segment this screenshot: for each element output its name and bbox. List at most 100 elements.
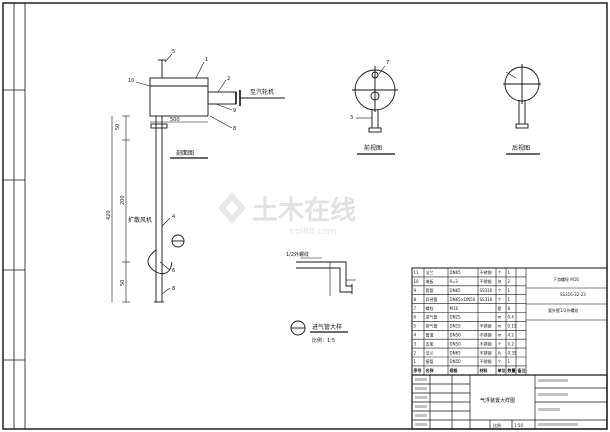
side-view-title: 后视图	[512, 144, 530, 152]
bom-cell: 螺栓	[426, 305, 434, 311]
bom-note-3: 管外壁1/2外螺纹	[548, 307, 578, 313]
bom-cell: 7	[414, 306, 417, 311]
bom-header-cell: 单位	[498, 367, 506, 373]
balloon-6: 6	[172, 268, 175, 274]
bom-cell: 片	[498, 349, 502, 355]
section-view-title: 剖面图	[176, 149, 194, 157]
bom-cell: 1	[414, 359, 417, 364]
bom-cell: 个	[498, 359, 502, 364]
scale-value: 1:50	[514, 423, 523, 428]
bom-cell: 块	[498, 278, 502, 284]
balloon-8: 8	[233, 126, 236, 132]
bom-cell: 1	[508, 270, 511, 275]
drawing-title: 气浮装置大样图	[480, 397, 515, 404]
balloon-4: 4	[172, 214, 175, 220]
bom-cell: 不锈钢	[480, 358, 492, 364]
bom-cell: M16	[450, 306, 459, 311]
bom-cell: 不锈钢	[480, 332, 492, 338]
dim-420: 420	[106, 210, 112, 220]
bom-cell: 法兰	[426, 349, 434, 355]
bom-cell: 管道	[426, 332, 434, 338]
header-box	[149, 77, 209, 117]
bom-header-cell: 序号	[413, 367, 422, 373]
bom-cell: 8	[508, 306, 511, 311]
bom-cell: 3	[414, 341, 417, 346]
bom-cell: DN50	[450, 333, 462, 338]
bom-cell: DN65×DN50	[450, 297, 476, 302]
bom-cell: DN15	[450, 324, 462, 329]
title-block	[411, 374, 608, 430]
bom-cell: SS316	[480, 288, 493, 293]
bom-cell: DN65	[450, 288, 462, 293]
bom-cell: 0.4	[508, 315, 515, 320]
bom-cell: 套管	[426, 287, 434, 293]
bom-cell: 堵板	[426, 278, 434, 284]
bom-header-cell: 备注	[517, 367, 526, 373]
detail-title: 进气管大样	[312, 323, 342, 331]
scale-label: 比例	[493, 422, 501, 428]
outlet-pipe	[207, 91, 237, 105]
bom-cell: DN25	[450, 315, 462, 320]
front-view-title: 前视图	[364, 144, 382, 152]
bom-cell: 异径管	[426, 296, 438, 302]
bom-cell: 9	[414, 288, 417, 293]
dim-50b: 50	[120, 280, 126, 286]
front-view	[352, 65, 398, 155]
balloon-2: 2	[227, 76, 230, 82]
bom-cell: DN50	[450, 341, 462, 346]
bom-cell: 2	[414, 350, 417, 355]
bom-table	[411, 267, 608, 376]
dim-50: 50	[115, 124, 121, 130]
detail-scale: 比例：1:5	[312, 337, 335, 344]
bom-cell: 0.2	[508, 341, 515, 346]
bom-cell: 不锈钢	[480, 323, 492, 329]
bom-cell: 支架	[426, 340, 434, 346]
bom-cell: 不锈钢	[480, 349, 492, 355]
bom-cell: 个	[498, 297, 502, 302]
bom-cell: m	[498, 333, 502, 338]
bom-cell: m	[498, 324, 502, 329]
watermark-url: coi88.com	[290, 227, 337, 237]
balloon-3: 3	[350, 115, 353, 121]
bom-cell: 1	[508, 297, 511, 302]
balloon-1: 1	[205, 57, 208, 63]
bom-cell: 0.15	[508, 324, 517, 329]
bom-cell: m	[498, 315, 502, 320]
bom-cell: 0.35	[508, 350, 517, 355]
bom-cell: 法兰	[426, 269, 434, 275]
bom-note-2: SS316-32-23	[560, 292, 586, 297]
bom-cell: DN50	[450, 359, 462, 364]
bom-cell: 4	[414, 333, 417, 338]
bom-cell: 1	[508, 288, 511, 293]
bom-cell: 不锈钢	[480, 269, 492, 275]
dim-500: 500	[170, 117, 180, 123]
side-view	[503, 64, 541, 155]
bom-cell: 1	[508, 359, 511, 364]
balloon-8b: 8	[172, 286, 175, 292]
bom-header-cell: 材料	[479, 367, 488, 373]
illegible-titleblock-text	[415, 378, 578, 426]
diffuser-loop	[147, 249, 173, 275]
watermark-text: 土木在线	[252, 196, 356, 226]
balloon-5: 5	[172, 49, 175, 55]
watermark: 土木在线 coi88.com	[218, 192, 356, 237]
section-view	[111, 53, 285, 303]
bom-header-cell: 名称	[426, 367, 434, 373]
bom-cell: 不锈钢	[480, 278, 492, 284]
bom-cell: 不锈钢	[480, 340, 492, 346]
outlet-label: 至汽轮机	[250, 88, 274, 96]
bom-cell: SS316	[480, 297, 493, 302]
bom-cell: 8	[414, 297, 417, 302]
bom-cell: 2	[508, 279, 511, 284]
bom-cell: 套	[498, 305, 502, 311]
bom-header-cell: 规格	[449, 367, 459, 373]
balloon-9: 9	[233, 108, 236, 114]
bom-cell: 11	[414, 270, 420, 275]
bom-cell: 5	[414, 324, 417, 329]
inlet-detail	[290, 257, 356, 336]
bom-cell: 个	[498, 341, 502, 346]
bom-cell: 排气管	[426, 323, 438, 329]
dim-200: 200	[120, 195, 126, 205]
